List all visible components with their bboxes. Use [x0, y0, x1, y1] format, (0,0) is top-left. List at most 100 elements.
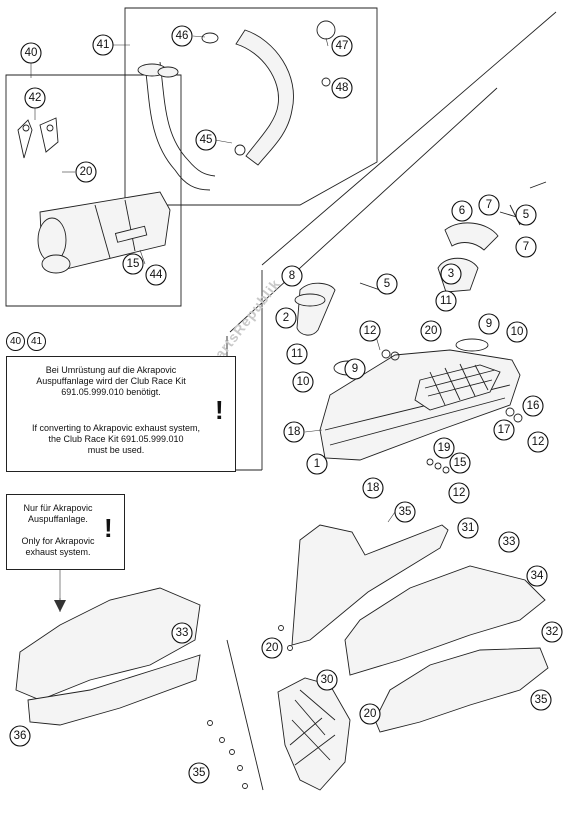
divider-lines — [5, 7, 557, 791]
callout-12-c: 12 — [448, 482, 470, 504]
callout-33-a: 33 — [498, 531, 520, 553]
svg-text:47: 47 — [336, 40, 349, 52]
svg-text:35: 35 — [193, 767, 206, 779]
callout-44: 44 — [145, 264, 167, 286]
svg-text:5: 5 — [384, 278, 390, 290]
akra-exclamation-icon: ! — [104, 513, 113, 543]
svg-text:30: 30 — [321, 674, 334, 686]
callout-10-a: 10 — [506, 321, 528, 343]
callout-7-b: 7 — [515, 236, 537, 258]
callout-30: 30 — [316, 669, 338, 691]
callout-8: 8 — [281, 265, 303, 287]
svg-text:16: 16 — [527, 400, 540, 412]
svg-text:48: 48 — [336, 82, 349, 94]
svg-text:34: 34 — [531, 570, 544, 582]
svg-text:44: 44 — [150, 269, 163, 281]
svg-text:18: 18 — [288, 426, 301, 438]
svg-text:9: 9 — [352, 363, 358, 375]
svg-text:10: 10 — [297, 376, 310, 388]
callout-6: 6 — [451, 200, 473, 222]
akrapovic-only-note: Nur für Akrapovic Auspuffanlage. Only fo… — [6, 494, 125, 570]
svg-text:10: 10 — [511, 326, 524, 338]
svg-text:46: 46 — [176, 30, 189, 42]
callout-9-a: 9 — [344, 358, 366, 380]
down-arrow-icon — [54, 600, 66, 612]
callout-7-a: 7 — [478, 194, 500, 216]
svg-text:45: 45 — [200, 134, 213, 146]
svg-text:40: 40 — [25, 47, 38, 59]
callout-5-a: 5 — [515, 204, 537, 226]
warning-exclamation-icon: ! — [215, 395, 224, 425]
kit-tag-41: 41 — [27, 332, 46, 351]
callout-35-b: 35 — [530, 689, 552, 711]
svg-text:8: 8 — [289, 270, 295, 282]
svg-text:20: 20 — [266, 642, 279, 654]
svg-text:33: 33 — [503, 536, 516, 548]
callout-12-b: 12 — [527, 431, 549, 453]
heat-shield-group — [15, 511, 549, 791]
svg-text:18: 18 — [367, 482, 380, 494]
svg-text:42: 42 — [29, 92, 42, 104]
callout-5-b: 5 — [376, 273, 398, 295]
callout-34: 34 — [526, 565, 548, 587]
callout-40: 40 — [20, 42, 42, 64]
akra-de-line-1: Nur für Akrapovic — [23, 503, 93, 513]
note-de-line-3: 691.05.999.010 benötigt. — [61, 387, 161, 397]
callout-20-c: 20 — [261, 637, 283, 659]
svg-text:7: 7 — [486, 199, 492, 211]
callout-9-b: 9 — [478, 313, 500, 335]
callout-36: 36 — [9, 725, 31, 747]
svg-text:2: 2 — [283, 312, 289, 324]
callout-15-b: 15 — [449, 452, 471, 474]
akra-de-line-2: Auspuffanlage. — [28, 514, 88, 524]
svg-text:11: 11 — [440, 295, 452, 307]
svg-text:12: 12 — [453, 487, 466, 499]
note-english: If converting to Akrapovic exhaust syste… — [11, 423, 221, 456]
svg-text:32: 32 — [546, 626, 559, 638]
callout-47: 47 — [331, 35, 353, 57]
note-en-line-2: the Club Race Kit 691.05.999.010 — [48, 434, 184, 444]
callout-20-d: 20 — [359, 703, 381, 725]
svg-text:20: 20 — [364, 708, 377, 720]
svg-text:15: 15 — [127, 258, 140, 270]
note-de-line-1: Bei Umrüstung auf die Akrapovic — [45, 365, 177, 375]
callout-20-b: 20 — [420, 320, 442, 342]
svg-text:5: 5 — [523, 209, 529, 221]
callout-31: 31 — [457, 517, 479, 539]
callout-46: 46 — [171, 25, 193, 47]
svg-text:35: 35 — [535, 694, 548, 706]
callout-15-a: 15 — [122, 253, 144, 275]
svg-text:31: 31 — [462, 522, 475, 534]
svg-text:33: 33 — [176, 627, 189, 639]
note-en-line-1: If converting to Akrapovic exhaust syste… — [31, 423, 201, 433]
svg-text:35: 35 — [399, 506, 412, 518]
svg-text:36: 36 — [14, 730, 27, 742]
svg-text:19: 19 — [438, 442, 451, 454]
callout-12-a: 12 — [359, 320, 381, 342]
callout-45: 45 — [195, 129, 217, 151]
callout-33-b: 33 — [171, 622, 193, 644]
kit-tag-40: 40 — [6, 332, 25, 351]
callout-20-a: 20 — [75, 161, 97, 183]
callout-11-b: 11 — [435, 290, 457, 312]
callout-2: 2 — [275, 307, 297, 329]
svg-text:11: 11 — [291, 348, 303, 360]
svg-text:1: 1 — [314, 458, 320, 470]
callout-18-b: 18 — [362, 477, 384, 499]
callout-16: 16 — [522, 395, 544, 417]
svg-text:7: 7 — [523, 241, 529, 253]
club-race-kit-note: Bei Umrüstung auf die Akrapovic Auspuffa… — [6, 356, 236, 472]
svg-text:6: 6 — [459, 205, 465, 217]
callout-19: 19 — [433, 437, 455, 459]
note-en-line-3: must be used. — [87, 445, 145, 455]
standard-exhaust-group — [294, 181, 547, 474]
akra-note-text: Nur für Akrapovic Auspuffanlage. Only fo… — [9, 503, 107, 558]
svg-text:17: 17 — [498, 424, 511, 436]
callout-10-b: 10 — [292, 371, 314, 393]
svg-text:3: 3 — [448, 268, 454, 280]
callout-11-a: 11 — [286, 343, 308, 365]
svg-text:41: 41 — [97, 39, 110, 51]
akrapovic-header-group — [113, 20, 336, 191]
svg-text:12: 12 — [364, 325, 377, 337]
